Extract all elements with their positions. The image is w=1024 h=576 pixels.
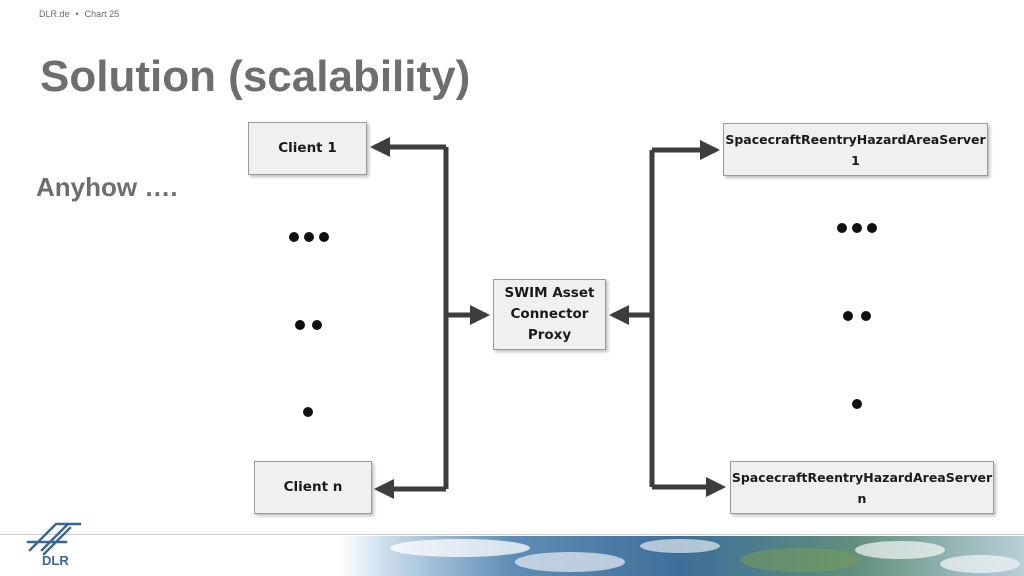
- client-ellipsis-three-dots: [289, 232, 329, 242]
- slide-header: DLR.de • Chart 25: [39, 9, 119, 19]
- client-n-box: Client n: [254, 461, 372, 514]
- proxy-label-line-3: Proxy: [527, 327, 572, 343]
- server-ellipsis-two-dots: [843, 311, 871, 321]
- server-ellipsis-one-dot: [852, 399, 862, 409]
- proxy-label-line-2: Connector: [510, 306, 589, 322]
- dlr-logo-icon: [26, 522, 82, 556]
- chart-number: Chart 25: [84, 9, 120, 19]
- server-ellipsis-three-dots: [837, 223, 877, 233]
- client-ellipsis-two-dots: [295, 320, 322, 330]
- earth-banner-image: [340, 536, 1024, 576]
- header-separator: •: [75, 9, 79, 19]
- client-ellipsis-one-dot: [303, 407, 313, 417]
- site-label: DLR.de: [39, 9, 70, 19]
- client-1-box: Client 1: [248, 122, 367, 175]
- client-n-label: Client n: [283, 479, 343, 495]
- proxy-label-line-1: SWIM Asset: [504, 285, 595, 301]
- server-n-label: SpacecraftReentryHazardAreaServer n: [731, 469, 993, 506]
- slide-title: Solution (scalability): [40, 52, 471, 101]
- proxy-box: SWIM Asset Connector Proxy: [493, 279, 606, 350]
- slide-subtitle: Anyhow ….: [36, 172, 178, 202]
- server-1-box: SpacecraftReentryHazardAreaServer 1: [723, 123, 988, 176]
- server-n-box: SpacecraftReentryHazardAreaServer n: [730, 461, 994, 514]
- server-1-label: SpacecraftReentryHazardAreaServer 1: [725, 131, 986, 168]
- client-1-label: Client 1: [278, 140, 337, 156]
- footer-divider: [0, 534, 1024, 535]
- dlr-logo-text: DLR: [42, 553, 69, 568]
